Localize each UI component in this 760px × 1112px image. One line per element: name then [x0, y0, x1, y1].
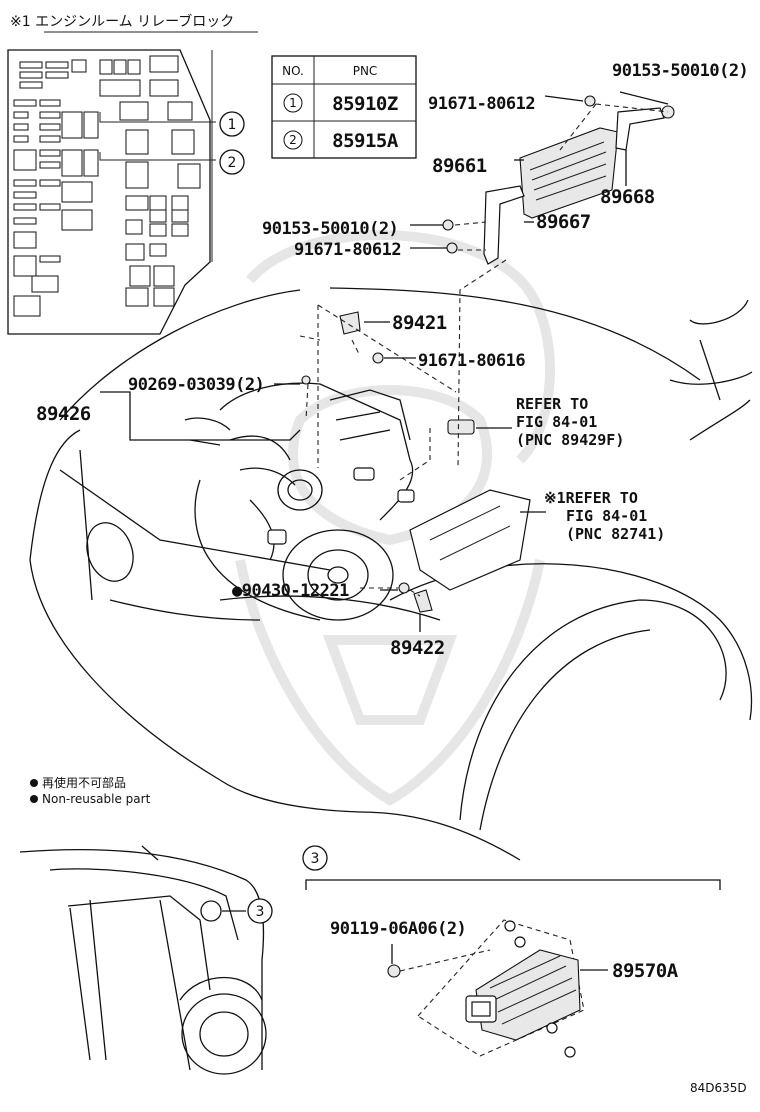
relay-block-outline: [7, 49, 216, 335]
bracket-89667: [483, 185, 525, 265]
label-90119: 90119-06A06(2): [330, 919, 466, 939]
label-91671-top: 91671-80612: [428, 94, 535, 114]
engine-assembly: [184, 382, 415, 621]
washer-90430: [398, 582, 410, 594]
callout-2-text: 2: [228, 155, 237, 171]
label-89421: 89421: [392, 312, 447, 334]
relay-block-82741: [409, 489, 531, 591]
pnc-table-header-no: NO.: [282, 64, 304, 78]
car-rear-side-view: [19, 845, 267, 1075]
callout-3-car-text: 3: [256, 904, 265, 920]
label-90269: 90269-03039(2): [128, 375, 264, 395]
label-91671-80616: 91671-80616: [418, 351, 525, 371]
bolt-91671-mid: [446, 242, 458, 254]
callout-1: 1: [219, 111, 245, 137]
bolt-91671-80616: [372, 352, 384, 364]
sensor-89422: [413, 589, 433, 613]
legend: 再使用不可部品 Non-reusable part: [30, 775, 151, 806]
label-91671-mid: 91671-80612: [294, 240, 401, 260]
figure-id: 84D635D: [690, 1081, 747, 1095]
pnc-table-row-1-pnc: 85910Z: [332, 93, 398, 115]
callout-3-car: 3: [247, 898, 273, 924]
sensor-89421: [339, 311, 361, 335]
pnc-table-header-pnc: PNC: [353, 64, 378, 78]
refer-82741-line3: (PNC 82741): [566, 525, 665, 543]
label-90153-mid: 90153-50010(2): [262, 219, 398, 239]
label-89422: 89422: [390, 637, 445, 659]
pnc-table-row-2-no: 2: [289, 133, 297, 147]
callout-1-text: 1: [228, 117, 237, 133]
refer-82741-line2: FIG 84-01: [566, 507, 647, 525]
refer-89429F-line3: (PNC 89429F): [516, 431, 624, 449]
ecu-89661: [519, 127, 619, 219]
label-89667: 89667: [536, 211, 591, 233]
watermark-emblem: [235, 230, 555, 806]
label-89661: 89661: [432, 155, 487, 177]
label-90153-top: 90153-50010(2): [612, 61, 748, 81]
section-3-header: 3: [302, 845, 721, 890]
bolt-91671-top: [584, 95, 596, 107]
callout-2: 2: [219, 149, 245, 175]
label-89570A: 89570A: [612, 960, 679, 982]
bolt-90119: [387, 964, 401, 978]
module-89570A: [417, 919, 585, 1058]
pnc-table: NO. PNC 1 85910Z 2 85915A: [271, 55, 417, 159]
bolt-90153-mid: [442, 219, 454, 231]
pnc-table-row-2-pnc: 85915A: [332, 130, 399, 152]
legend-item-en: Non-reusable part: [42, 792, 151, 806]
relay-block-fuses: [13, 55, 201, 317]
bracket-89668: [615, 107, 665, 151]
refer-82741-line1: ※1REFER TO: [544, 489, 638, 507]
refer-89429F-line2: FIG 84-01: [516, 413, 597, 431]
label-90430: ●90430-12221: [232, 581, 349, 601]
label-89668: 89668: [600, 186, 655, 208]
pnc-table-row-1-no: 1: [289, 96, 297, 110]
leader-lines: [100, 91, 669, 632]
refer-89429F-line1: REFER TO: [516, 395, 588, 413]
connector-89429F: [447, 419, 475, 435]
label-89426: 89426: [36, 403, 91, 425]
relay-block-title: ※1 エンジンルーム リレーブロック: [10, 13, 234, 30]
legend-item-ja: 再使用不可部品: [42, 775, 126, 790]
callout-3-section-text: 3: [311, 851, 320, 867]
car-body-outline: [29, 287, 753, 861]
bolt-90269: [301, 375, 311, 385]
